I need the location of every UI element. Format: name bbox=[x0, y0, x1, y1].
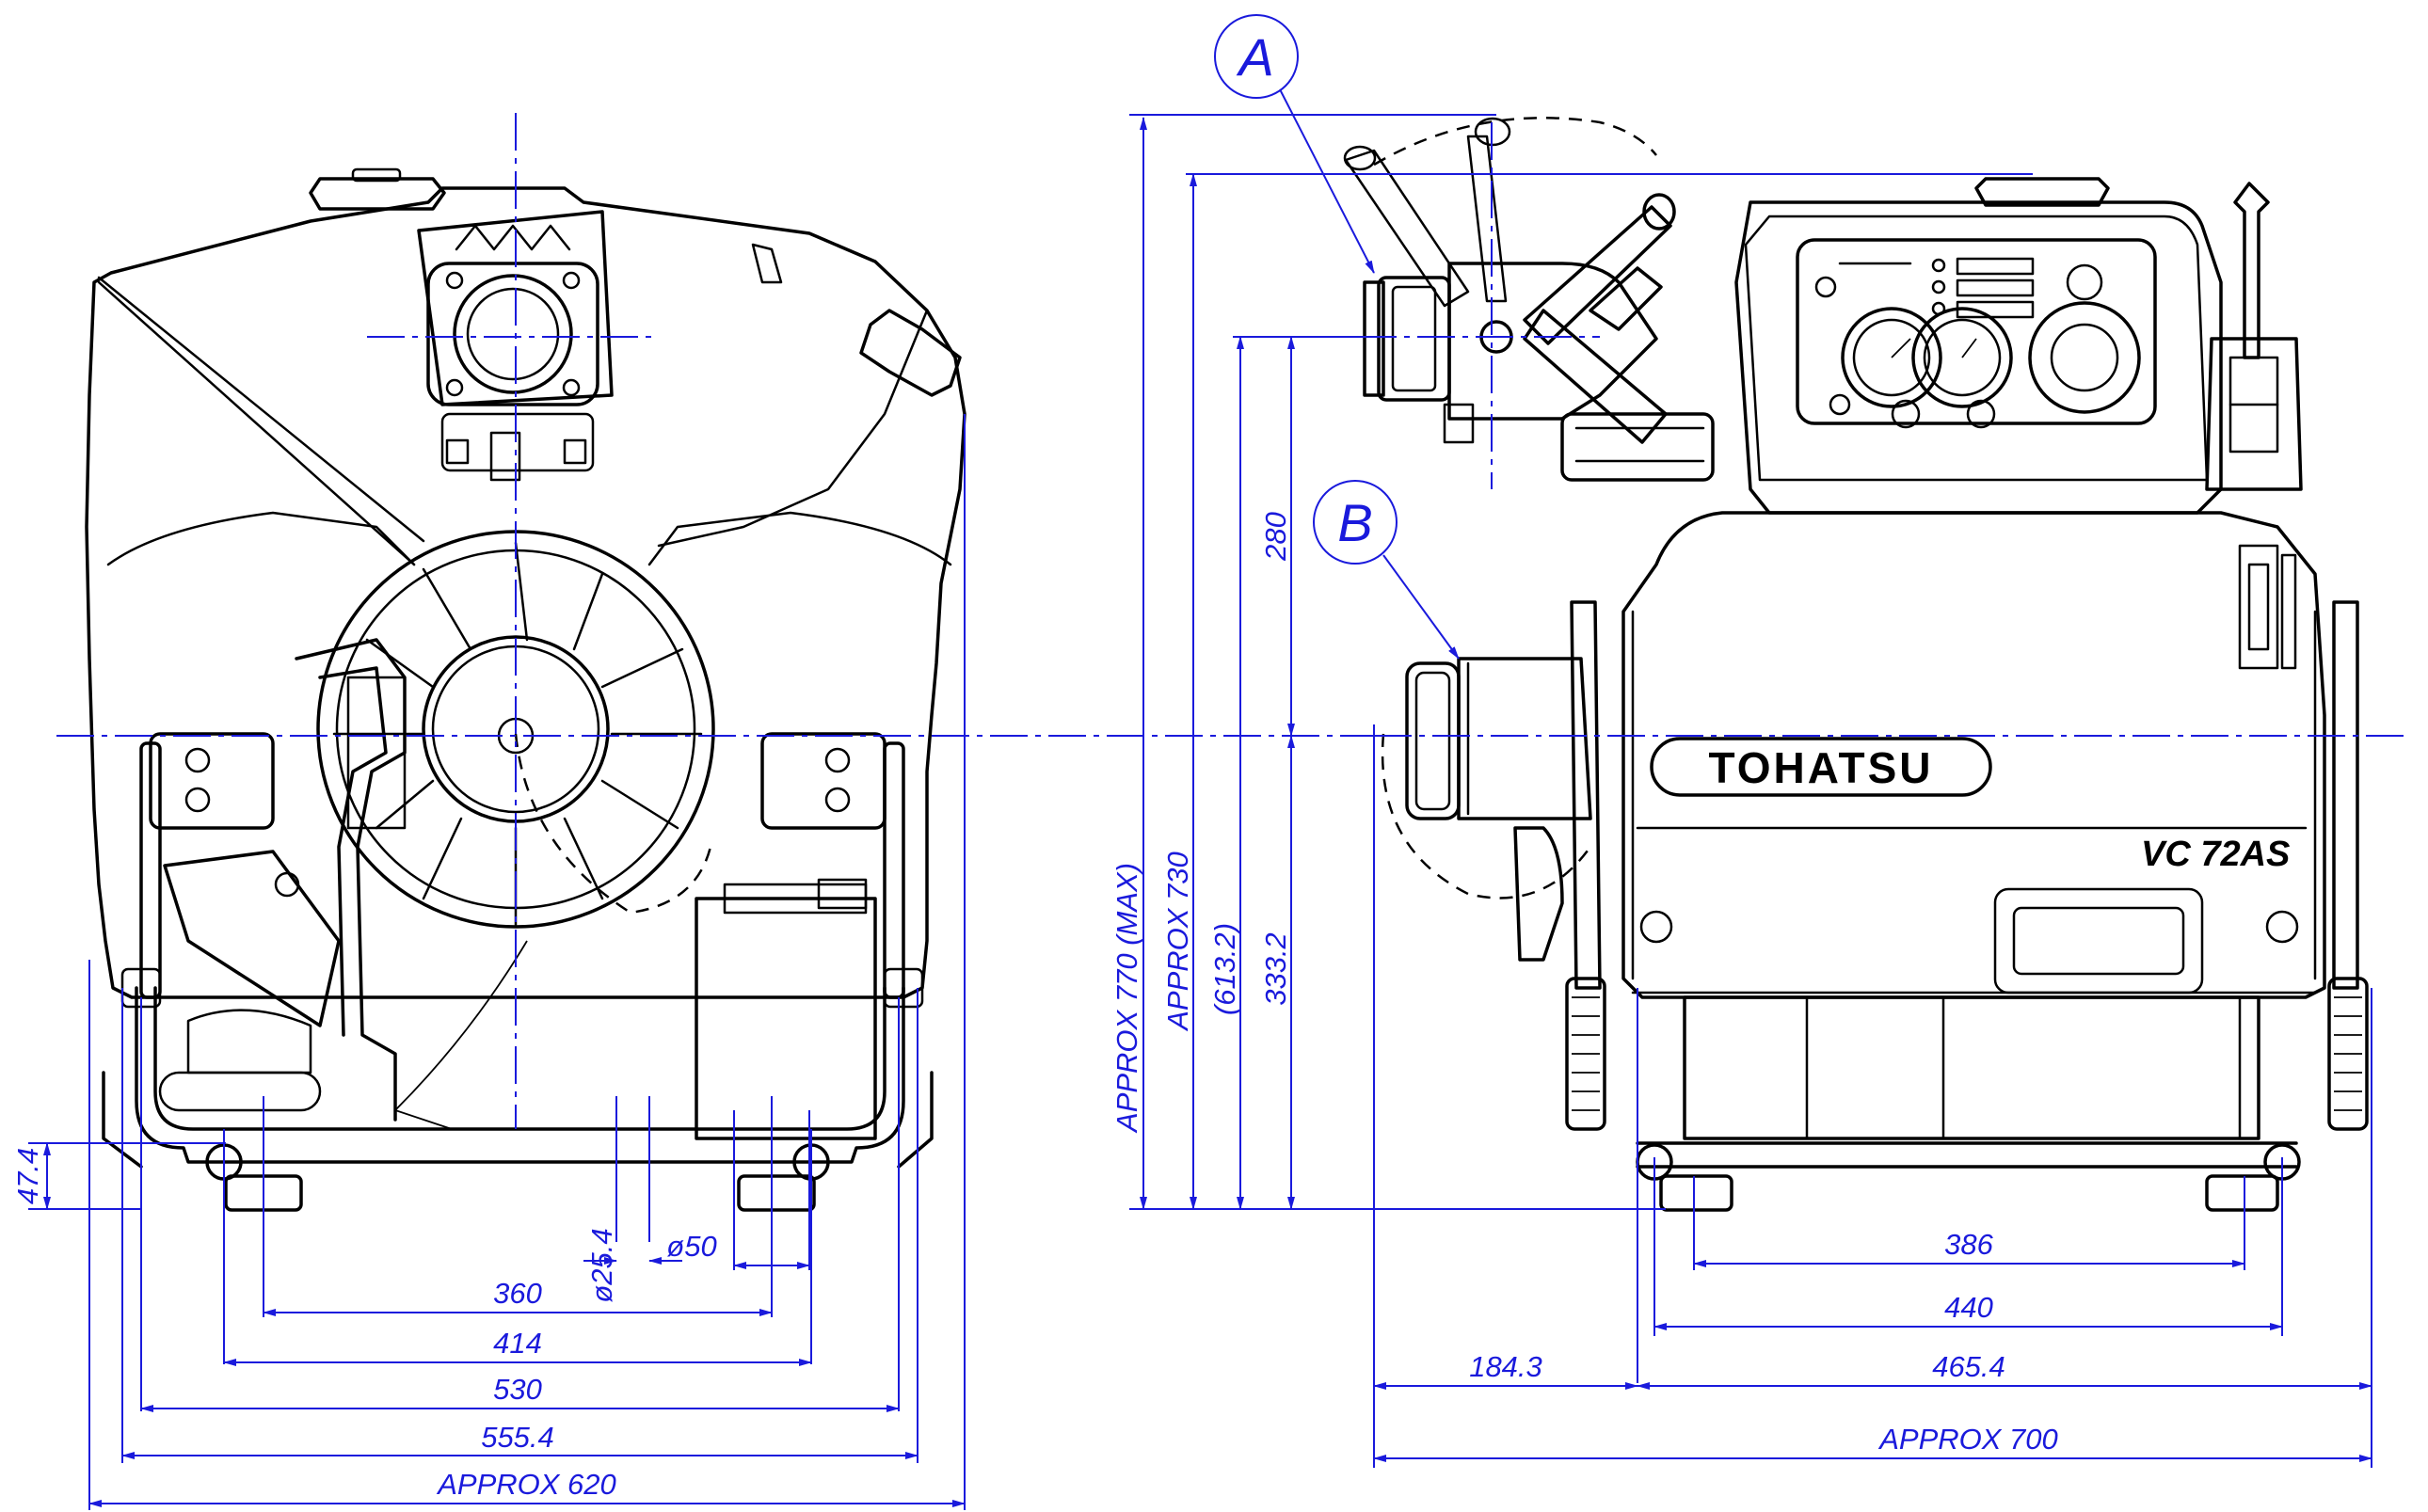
front-housing-outline bbox=[85, 186, 966, 999]
dim-dia-25-4: ø25.4 bbox=[585, 1228, 618, 1302]
dim-414: 414 bbox=[493, 1327, 542, 1360]
side-fuel-cap bbox=[2028, 301, 2141, 414]
side-suction-b bbox=[1405, 661, 1461, 820]
callout-b-label: B bbox=[1337, 493, 1372, 552]
front-battery-box bbox=[695, 897, 877, 1140]
dim-333-2: 333.2 bbox=[1259, 932, 1292, 1006]
front-intake-flange bbox=[426, 262, 599, 406]
dim-approx-770: APPROX 770 (MAX) bbox=[1110, 863, 1143, 1134]
dim-184-3: 184.3 bbox=[1469, 1350, 1542, 1383]
dim-530: 530 bbox=[493, 1373, 542, 1406]
dim-465-4: 465.4 bbox=[1932, 1350, 2005, 1383]
dim-360: 360 bbox=[493, 1277, 542, 1310]
side-lower-block bbox=[1683, 995, 2260, 1140]
callout-b: B bbox=[1313, 480, 1460, 660]
dim-555-4: 555.4 bbox=[481, 1421, 554, 1454]
dim-dia-50: ø50 bbox=[666, 1230, 716, 1263]
side-right-foot bbox=[2205, 1174, 2279, 1212]
side-left-grip bbox=[1565, 977, 1606, 1131]
side-lower-panel bbox=[1993, 887, 2204, 995]
side-view: TOHATSU VC 72AS bbox=[1343, 117, 2369, 1212]
side-base-frame bbox=[1636, 1141, 2298, 1169]
dim-approx-700: APPROX 700 bbox=[1877, 1423, 2058, 1456]
dim-approx-620: APPROX 620 bbox=[436, 1468, 616, 1501]
front-frame-handle bbox=[135, 986, 905, 1164]
front-filler-cap bbox=[309, 177, 446, 211]
side-brand-plate bbox=[1650, 737, 1992, 797]
side-gauge-right bbox=[1911, 307, 2013, 408]
side-gauge-left bbox=[1841, 307, 1942, 408]
front-left-bracket bbox=[149, 732, 275, 830]
side-lever-swing-arc bbox=[1373, 117, 1657, 167]
side-right-grip bbox=[2327, 977, 2369, 1131]
side-brand-text: TOHATSU bbox=[1708, 743, 1933, 792]
side-left-foot bbox=[1659, 1174, 1733, 1212]
side-panel-face bbox=[1796, 238, 2157, 425]
front-right-foot bbox=[737, 1174, 816, 1212]
dim-613-2: (613.2) bbox=[1208, 923, 1241, 1015]
front-dimensions: 47.4 ø25.4 ø50 360 414 530 555.4 APPROX … bbox=[11, 414, 966, 1510]
dim-440: 440 bbox=[1944, 1291, 1993, 1324]
side-model-text: VC 72AS bbox=[2141, 835, 2290, 874]
callout-a-label: A bbox=[1236, 27, 1273, 87]
dim-47-4: 47.4 bbox=[11, 1148, 44, 1204]
front-view bbox=[85, 167, 966, 1212]
dim-280: 280 bbox=[1259, 512, 1292, 562]
side-dimensions: APPROX 770 (MAX) APPROX 730 (613.2) 280 … bbox=[1110, 114, 2372, 1468]
side-throttle-lever bbox=[2233, 182, 2270, 359]
center-lines bbox=[56, 113, 2409, 1129]
side-control-housing bbox=[1734, 200, 2223, 515]
callout-a: A bbox=[1214, 14, 1375, 274]
front-right-bracket bbox=[760, 732, 887, 830]
dim-approx-730: APPROX 730 bbox=[1161, 851, 1194, 1032]
dim-386: 386 bbox=[1944, 1228, 1993, 1261]
